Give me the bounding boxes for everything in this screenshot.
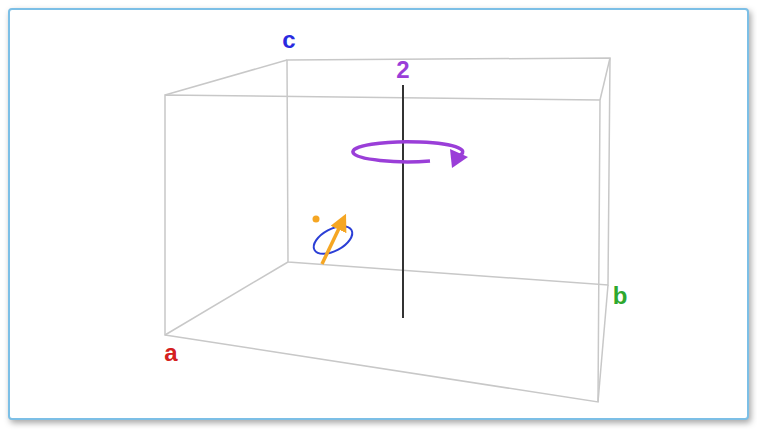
cell-edges <box>165 58 610 402</box>
axis-label-b: b <box>613 284 628 308</box>
symmetry-label: 2 <box>396 58 409 82</box>
axis-label-a: a <box>164 341 177 365</box>
rotation-arrow <box>353 142 463 162</box>
axis-label-c: c <box>282 28 295 52</box>
spin-arrow <box>322 220 343 264</box>
spin-dot <box>313 216 320 223</box>
twofold-axis <box>402 85 404 318</box>
rotation-arrowhead <box>450 149 468 168</box>
figure-frame <box>8 8 749 420</box>
